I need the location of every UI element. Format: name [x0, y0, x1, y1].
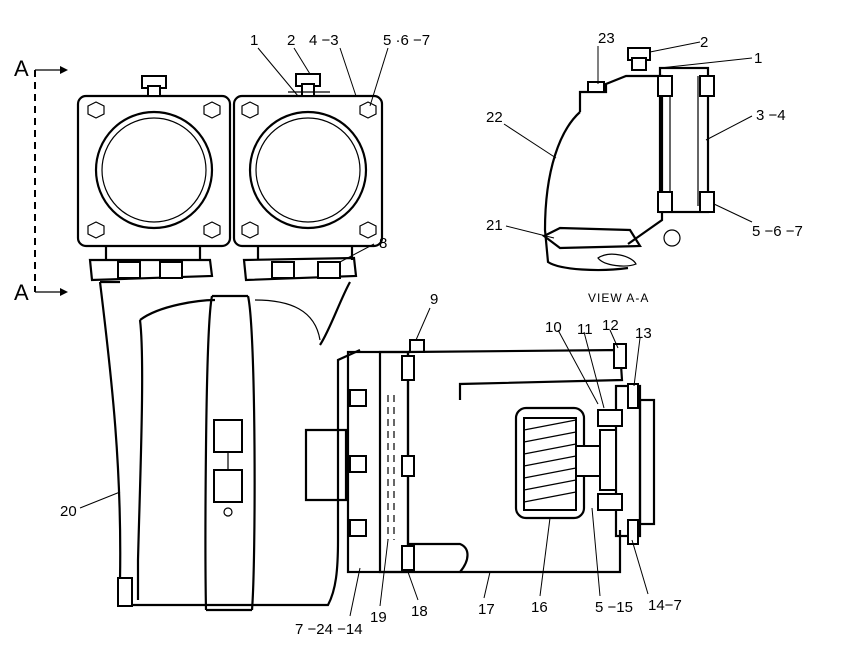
callout-23: 23	[598, 30, 615, 47]
callout-3-4: 3 −4	[756, 107, 786, 124]
callout-11: 11	[577, 321, 593, 338]
adapter-housing	[304, 339, 425, 574]
top-plugs	[141, 73, 330, 97]
linkage-rod	[204, 294, 256, 612]
callout-8: 8	[379, 235, 387, 252]
helical-gear	[523, 417, 577, 511]
callout-13: 13	[635, 325, 652, 342]
callout-12: 12	[602, 317, 619, 334]
view-a-a-label: VIEW A-A	[588, 291, 649, 305]
leader-lines	[79, 41, 753, 617]
callout-16: 16	[531, 599, 548, 616]
callout-5-6-7-top: 5 ·6 −7	[383, 32, 430, 49]
gear-housing	[407, 343, 656, 574]
callout-22: 22	[486, 109, 503, 126]
callout-5-6-7-view: 5 −6 −7	[752, 223, 803, 240]
section-letter-top: A	[14, 56, 29, 81]
callout-1-top: 1	[250, 32, 258, 49]
callout-19: 19	[370, 609, 387, 626]
callout-7-24-14: 7 −24 −14	[295, 621, 363, 638]
callout-2-top: 2	[287, 32, 295, 49]
section-letter-bottom: A	[14, 280, 29, 305]
right-flange	[232, 94, 384, 248]
callout-21: 21	[486, 217, 503, 234]
callout-1-view: 1	[754, 50, 762, 67]
callout-2-view: 2	[700, 34, 708, 51]
callout-20: 20	[60, 503, 77, 520]
callout-10: 10	[545, 319, 562, 336]
callout-4-3: 4 −3	[309, 32, 339, 49]
callout-14-7: 14−7	[648, 597, 682, 614]
left-flange	[76, 94, 232, 248]
callout-5-15: 5 −15	[595, 599, 633, 616]
section-line-a-a	[34, 66, 68, 296]
callout-17: 17	[478, 601, 495, 618]
clamp-bolts	[88, 246, 358, 282]
callout-9: 9	[430, 291, 438, 308]
elbow-housing	[98, 280, 361, 607]
callout-18: 18	[411, 603, 428, 620]
view-a-a-drawing	[541, 47, 715, 272]
